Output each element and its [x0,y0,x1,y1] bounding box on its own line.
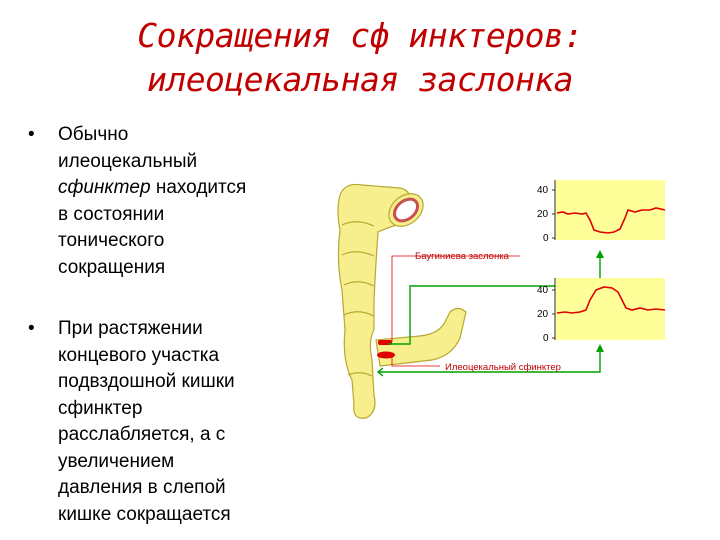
text-fragment: находится [150,177,247,198]
top-pressure-chart: 40 20 0 [537,180,666,244]
sphincter-line [378,350,601,373]
text-line: сфинктер находится [58,175,308,202]
text-line: илеоцекальный [58,150,198,172]
bullet-marker: • [28,124,35,145]
text-line: кишке сокращается [58,503,231,525]
text-line: увеличением [58,450,175,472]
text-line: в состоянии [58,203,165,225]
ileum-shape [375,307,467,367]
text-line: сокращения [58,256,166,278]
connector-lines [378,256,601,373]
arrow-up-icon [596,250,604,258]
bottom-pressure-chart: 40 20 0 [537,278,666,344]
valve-line [388,256,601,345]
valve-label: Баугиниева заслонка [415,251,510,262]
title-line-2: илеоцекальная заслонка [146,60,574,99]
intestine-illustration [337,183,467,419]
tick-label: 0 [543,333,549,344]
arrow-left-icon [376,367,384,377]
slide-title: Сокращения сф инктеров: илеоцекальная за… [0,14,720,102]
text-line: подвздошной кишки [58,371,235,392]
text-line: сфинктер [58,397,143,419]
text-line: При растяжении [58,318,203,339]
tick-label: 40 [537,285,549,296]
tick-label: 20 [537,309,549,320]
label-leaders [391,255,520,367]
sphincter-marker [377,351,395,359]
bullet-marker: • [28,318,35,339]
tick-label: 0 [543,233,549,244]
pressure-trace [556,286,666,314]
title-line-1: Сокращения сф инктеров: [137,16,583,55]
colon-lumen [392,197,420,223]
bullet-2-text: При растяжении концевого участка подвздо… [58,316,308,528]
pressure-trace [556,207,666,234]
text-line: концевого участка [58,344,220,366]
tick-label: 40 [537,185,549,196]
emphasis-term: сфинктер [58,177,151,198]
text-line: Обычно [58,124,129,145]
bullet-1-text: Обычно илеоцекальный сфинктер находится … [58,122,308,281]
text-line: расслабляется, а с [58,424,226,445]
sphincter-label: Илеоцекальный сфинктер [445,362,561,373]
arrow-up-icon [596,344,604,352]
tick-label: 20 [537,209,549,220]
sphincter-leader [391,356,440,367]
text-line: давления в слепой [58,477,226,498]
text-line: тонического [58,230,165,251]
haustra-lines [341,221,375,377]
valve-leader [391,255,520,342]
